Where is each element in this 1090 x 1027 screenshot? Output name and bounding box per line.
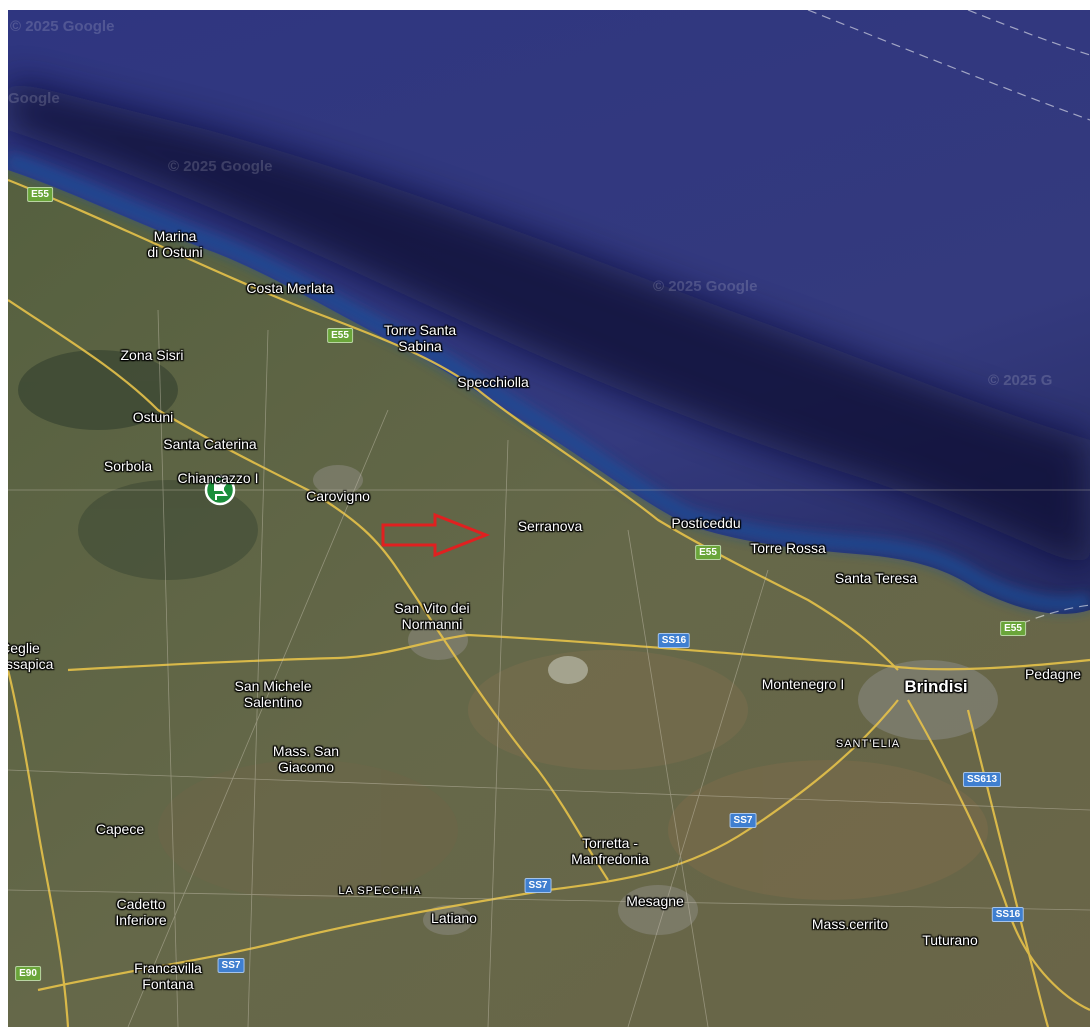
- place-label[interactable]: Chiancazzo I: [177, 470, 259, 486]
- road-shield: SS7: [217, 958, 245, 973]
- roads: [8, 178, 1090, 1027]
- watermark: © 2025 Google: [168, 158, 273, 175]
- place-label[interactable]: Francavilla Fontana: [134, 960, 202, 992]
- place-label[interactable]: Posticeddu: [671, 515, 741, 531]
- place-label[interactable]: Latiano: [431, 910, 477, 926]
- watermark: © 2025 Google: [10, 18, 115, 35]
- place-label[interactable]: Capece: [95, 821, 145, 837]
- coast-shallows: [8, 153, 1090, 611]
- place-label[interactable]: Santa Caterina: [163, 436, 257, 452]
- place-label[interactable]: Pedagne: [1024, 666, 1082, 682]
- deep-water-band: [8, 80, 1090, 570]
- place-label[interactable]: Cadetto Inferiore: [115, 896, 167, 928]
- place-label[interactable]: Torre Santa Sabina: [383, 322, 457, 354]
- road-shield: E55: [27, 187, 53, 202]
- road-shield: SS7: [729, 813, 757, 828]
- road-shield: E90: [15, 966, 41, 981]
- terrain-texture: [18, 350, 998, 935]
- watermark: © 2025 Google: [653, 278, 758, 295]
- place-label[interactable]: Marina di Ostuni: [147, 228, 203, 260]
- satellite-map[interactable]: © 2025 Google Google © 2025 Google © 202…: [8, 10, 1090, 1027]
- place-label[interactable]: Tuturano: [922, 932, 978, 948]
- road-shield: E55: [1000, 621, 1026, 636]
- watermark: Google: [8, 90, 60, 107]
- place-label[interactable]: Ceglie Messapica: [8, 640, 54, 672]
- place-label[interactable]: Torre Rossa: [750, 540, 826, 556]
- road-shield: SS613: [962, 772, 1002, 787]
- place-label[interactable]: SANT'ELIA: [835, 738, 901, 750]
- place-label[interactable]: Serranova: [517, 518, 583, 534]
- road-shield: SS7: [524, 878, 552, 893]
- place-label[interactable]: Brindisi: [904, 677, 968, 696]
- arrow-right-icon: [381, 512, 491, 558]
- place-label[interactable]: Specchiolla: [457, 374, 529, 390]
- ferry-routes: [807, 10, 1090, 631]
- place-label[interactable]: Torretta - Manfredonia: [571, 835, 649, 867]
- minor-roads: [8, 309, 1090, 1027]
- place-label[interactable]: Ostuni: [132, 409, 174, 425]
- map-canvas: [8, 10, 1090, 1027]
- place-label[interactable]: Mass.cerrito: [811, 916, 889, 932]
- place-label[interactable]: Sorbola: [103, 458, 153, 474]
- place-label[interactable]: San Vito dei Normanni: [394, 600, 470, 632]
- road-shield: SS16: [657, 633, 691, 648]
- place-label[interactable]: Mass. San Giacomo: [272, 743, 340, 775]
- place-label[interactable]: LA SPECCHIA: [338, 885, 422, 897]
- place-label[interactable]: San Michele Salentino: [234, 678, 312, 710]
- place-label[interactable]: Mesagne: [626, 893, 684, 909]
- place-label[interactable]: Zona Sisri: [120, 347, 184, 363]
- road-shield: E55: [695, 545, 721, 560]
- place-label[interactable]: Montenegro I: [761, 676, 845, 692]
- place-label[interactable]: Carovigno: [306, 488, 370, 504]
- place-label[interactable]: Santa Teresa: [834, 570, 918, 586]
- watermark: © 2025 G: [988, 372, 1053, 389]
- road-shield: E55: [327, 328, 353, 343]
- flag-pin-icon[interactable]: [204, 474, 236, 506]
- place-label[interactable]: Costa Merlata: [246, 280, 334, 296]
- road-shield: SS16: [991, 907, 1025, 922]
